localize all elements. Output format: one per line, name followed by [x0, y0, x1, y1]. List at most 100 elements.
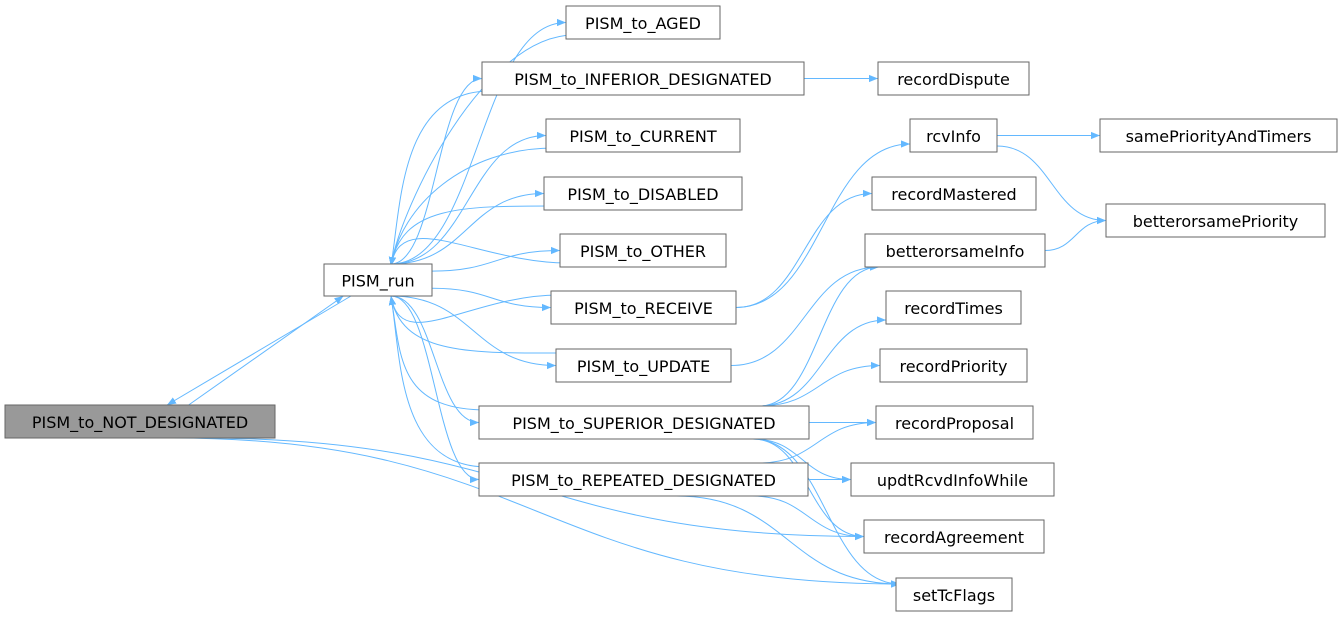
node-label: rcvInfo [926, 127, 981, 146]
node-label: PISM_to_AGED [585, 14, 701, 34]
edge-betterorsameInfo-to-betterorsamePriority [1044, 216, 1107, 251]
edge-rcvInfo-to-betterorsamePriority [996, 145, 1107, 225]
node-repeated[interactable]: PISM_to_REPEATED_DESIGNATED [478, 462, 809, 497]
node-box[interactable] [864, 233, 1046, 268]
node-label: PISM_to_OTHER [580, 242, 706, 262]
node-recordAgreement[interactable]: recordAgreement [863, 519, 1045, 554]
node-box[interactable] [879, 348, 1028, 383]
edge-current-to-run [388, 147, 555, 267]
node-label: updtRcvdInfoWhile [877, 471, 1028, 490]
node-current[interactable]: PISM_to_CURRENT [545, 118, 741, 153]
edges-layer [166, 18, 1107, 588]
edge-inferior-to-run [388, 90, 491, 267]
edge-run-to-inferior [390, 74, 483, 265]
node-box[interactable] [1105, 203, 1326, 238]
edge-disabled-to-run [388, 205, 553, 267]
node-box[interactable] [565, 5, 721, 40]
node-label: PISM_to_DISABLED [567, 185, 718, 205]
edge-update-to-betterorsameInfo [730, 263, 880, 366]
edge-run-to-not_designated [166, 295, 352, 406]
edge-repeated-to-recordAgreement [752, 495, 865, 541]
edge-run-to-receive [431, 287, 552, 312]
edge-run-to-disabled [390, 189, 545, 265]
edge-superior-to-recordTimes [759, 316, 887, 407]
node-box[interactable] [909, 118, 998, 153]
edge-not_designated-to-setTcFlags [172, 437, 901, 588]
node-rcvInfo[interactable]: rcvInfo [909, 118, 998, 153]
edge-update-to-run [388, 295, 565, 354]
node-aged[interactable]: PISM_to_AGED [565, 5, 721, 40]
node-box[interactable] [885, 290, 1022, 325]
node-box[interactable] [850, 462, 1055, 497]
edge-not_designated-to-run [188, 295, 344, 406]
node-not_designated[interactable]: PISM_to_NOT_DESIGNATED [4, 404, 276, 439]
node-box[interactable] [895, 577, 1013, 612]
node-box[interactable] [1099, 118, 1338, 153]
node-superior[interactable]: PISM_to_SUPERIOR_DESIGNATED [478, 405, 810, 440]
node-label: recordTimes [904, 299, 1003, 318]
node-box[interactable] [543, 176, 743, 211]
node-recordDispute[interactable]: recordDispute [877, 61, 1030, 96]
edge-run-to-other [431, 246, 561, 272]
edge-receive-to-recordMastered [735, 189, 873, 308]
edge-run-to-update [390, 295, 557, 370]
node-inferior[interactable]: PISM_to_INFERIOR_DESIGNATED [481, 61, 805, 96]
node-box[interactable] [478, 405, 810, 440]
node-box[interactable] [555, 348, 732, 383]
node-updtRcvdInfoWhile[interactable]: updtRcvdInfoWhile [850, 462, 1055, 497]
node-label: recordProposal [895, 414, 1014, 433]
node-receive[interactable]: PISM_to_RECEIVE [550, 290, 737, 325]
node-box[interactable] [871, 176, 1037, 211]
node-label: recordMastered [891, 185, 1016, 204]
node-label: PISM_run [341, 272, 414, 292]
node-label: PISM_to_RECEIVE [574, 299, 713, 319]
node-label: PISM_to_REPEATED_DESIGNATED [511, 471, 776, 491]
node-recordTimes[interactable]: recordTimes [885, 290, 1022, 325]
node-box[interactable] [481, 61, 805, 96]
node-label: PISM_to_INFERIOR_DESIGNATED [514, 70, 772, 90]
node-box[interactable] [877, 61, 1030, 96]
node-update[interactable]: PISM_to_UPDATE [555, 348, 732, 383]
node-box[interactable] [323, 263, 433, 297]
node-label: PISM_to_NOT_DESIGNATED [32, 413, 248, 433]
nodes-layer: PISM_to_NOT_DESIGNATED PISM_run PISM_to_AG… [4, 5, 1338, 612]
node-label: PISM_to_UPDATE [577, 357, 710, 377]
node-box[interactable] [875, 405, 1034, 440]
node-betterorsamePriority[interactable]: betterorsamePriority [1105, 203, 1326, 238]
node-setTcFlags[interactable]: setTcFlags [895, 577, 1013, 612]
node-samePriorityAndTimers[interactable]: samePriorityAndTimers [1099, 118, 1338, 153]
node-box[interactable] [550, 290, 737, 325]
edge-run-to-repeated [390, 295, 480, 484]
edge-repeated-to-recordProposal [758, 418, 877, 464]
node-box[interactable] [559, 233, 727, 268]
node-label: setTcFlags [913, 586, 995, 605]
node-box[interactable] [545, 118, 741, 153]
node-disabled[interactable]: PISM_to_DISABLED [543, 176, 743, 211]
node-label: recordAgreement [884, 528, 1024, 547]
node-recordProposal[interactable]: recordProposal [875, 405, 1034, 440]
node-recordPriority[interactable]: recordPriority [879, 348, 1028, 383]
edge-run-to-aged [390, 18, 567, 265]
node-label: PISM_to_SUPERIOR_DESIGNATED [512, 414, 775, 434]
edge-superior-to-betterorsameInfo [759, 263, 880, 407]
node-box[interactable] [863, 519, 1045, 554]
node-label: recordDispute [897, 70, 1010, 89]
node-other[interactable]: PISM_to_OTHER [559, 233, 727, 268]
node-box[interactable] [478, 462, 809, 497]
node-label: betterorsamePriority [1133, 212, 1299, 231]
edge-repeated-to-setTcFlags [676, 495, 901, 588]
node-box[interactable] [4, 404, 276, 439]
edge-repeated-to-run [388, 295, 488, 468]
edge-aged-to-run [388, 34, 575, 267]
node-label: samePriorityAndTimers [1126, 127, 1312, 146]
node-label: betterorsameInfo [886, 242, 1025, 261]
edge-run-to-superior [390, 295, 480, 427]
node-label: PISM_to_CURRENT [569, 127, 717, 147]
node-betterorsameInfo[interactable]: betterorsameInfo [864, 233, 1046, 268]
node-recordMastered[interactable]: recordMastered [871, 176, 1037, 211]
edge-superior-to-updtRcvdInfoWhile [752, 438, 852, 484]
node-run[interactable]: PISM_run [323, 263, 433, 297]
edge-receive-to-rcvInfo [735, 140, 911, 308]
node-label: recordPriority [899, 357, 1007, 376]
